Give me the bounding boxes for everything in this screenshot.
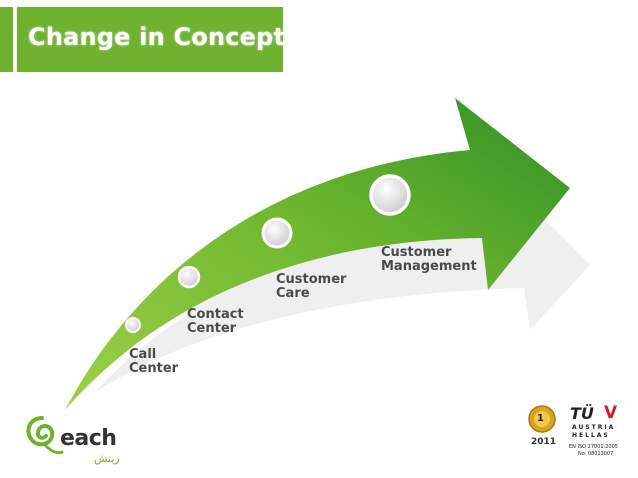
slide-title: Change in Concept bbox=[28, 23, 286, 51]
step-label-line: Center bbox=[129, 361, 179, 376]
step-label-call-center: Call Center bbox=[129, 348, 178, 376]
tuv-line-4: No. 08013007 bbox=[578, 451, 614, 457]
step-dot-contact-center bbox=[177, 265, 201, 289]
step-label-line: Customer bbox=[381, 245, 452, 260]
step-dot-call-center bbox=[125, 317, 141, 333]
reach-swirl-icon bbox=[26, 416, 64, 455]
step-dot-customer-management bbox=[369, 174, 411, 216]
title-banner-edge bbox=[13, 7, 17, 72]
tuv-mark: TÜ bbox=[570, 404, 594, 423]
step-label-contact-center: Contact Center bbox=[187, 308, 244, 336]
tuv-line-2: HELLAS bbox=[572, 432, 610, 439]
step-dot-customer-care bbox=[261, 217, 293, 249]
step-label-line: Customer bbox=[276, 272, 347, 287]
title-banner: Change in Concept bbox=[0, 7, 286, 72]
tuv-check-mark: V bbox=[604, 403, 618, 423]
step-label-line: Care bbox=[276, 286, 310, 301]
tuv-line-3: EN ISO 27001:2005 bbox=[569, 444, 618, 450]
step-label-customer-management: Customer Management bbox=[381, 246, 477, 274]
logo-arabic-text: ريتش bbox=[94, 452, 120, 465]
award-rank: 1 bbox=[537, 413, 544, 424]
reach-logo: each ريتش bbox=[20, 412, 130, 472]
award-year: 2011 bbox=[531, 437, 557, 447]
step-label-line: Center bbox=[187, 321, 237, 336]
step-label-line: Management bbox=[381, 259, 477, 274]
tuv-line-1: AUSTRIA bbox=[572, 424, 616, 431]
step-label-customer-care: Customer Care bbox=[276, 273, 346, 301]
step-label-line: Contact bbox=[187, 307, 244, 322]
growth-arrow bbox=[65, 98, 570, 410]
step-label-line: Call bbox=[129, 347, 157, 362]
award-badge: 1 2011 bbox=[525, 404, 559, 454]
tuv-certification: TÜ V AUSTRIA HELLAS EN ISO 27001:2005 No… bbox=[568, 403, 630, 464]
award-medal-icon bbox=[528, 405, 556, 433]
logo-wordmark: each bbox=[60, 426, 117, 451]
